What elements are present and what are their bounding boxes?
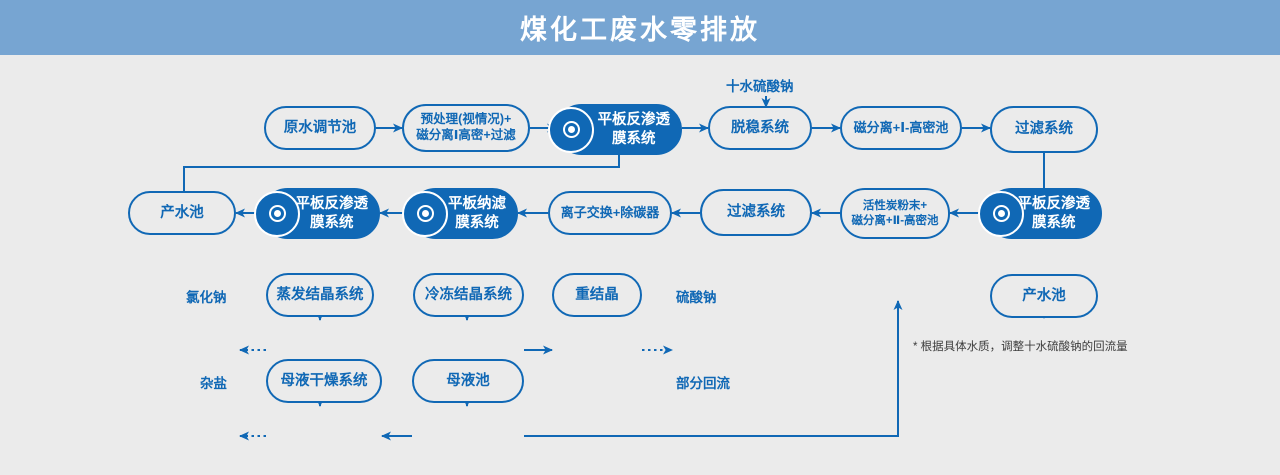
label-mixed-salt: 杂盐	[200, 376, 227, 391]
node-filtration-1[interactable]: 过滤系统	[990, 106, 1098, 153]
node-label: 蒸发结晶系统	[276, 286, 364, 303]
node-label: 预处理(视情况)+ 磁分离Ⅰ高密+过滤	[416, 112, 516, 142]
node-pretreatment[interactable]: 预处理(视情况)+ 磁分离Ⅰ高密+过滤	[402, 104, 530, 152]
flowchart-canvas: 原水调节池 预处理(视情况)+ 磁分离Ⅰ高密+过滤 平板反渗透 膜系统 脱稳系统…	[0, 55, 1280, 475]
node-flat-ro-1[interactable]: 平板反渗透 膜系统	[548, 104, 682, 155]
node-carbon-mag-sep-2[interactable]: 活性炭粉末+ 磁分离+Ⅱ-高密池	[840, 188, 950, 239]
page-title: 煤化工废水零排放	[520, 15, 760, 45]
node-product-water-tank-2[interactable]: 产水池	[990, 274, 1098, 318]
membrane-disc-icon	[254, 190, 300, 237]
node-label: 过滤系统	[1015, 121, 1073, 138]
node-recrystal[interactable]: 重结晶	[552, 273, 642, 317]
node-freeze-crystal[interactable]: 冷冻结晶系统	[413, 273, 524, 317]
node-label: 平板反渗透 膜系统	[1017, 196, 1091, 231]
node-flat-nf[interactable]: 平板纳滤 膜系统	[402, 188, 518, 239]
membrane-disc-icon	[548, 106, 594, 153]
node-product-water-tank-1[interactable]: 产水池	[128, 191, 236, 235]
node-label: 离子交换+除碳器	[560, 204, 660, 220]
node-flat-ro-2[interactable]: 平板反渗透 膜系统	[254, 188, 380, 239]
membrane-disc-icon	[978, 190, 1024, 237]
node-label: 产水池	[1022, 287, 1066, 304]
node-label: 冷冻结晶系统	[425, 286, 512, 303]
node-label: 产水池	[160, 204, 204, 221]
node-mother-liquor-tank[interactable]: 母液池	[412, 359, 524, 403]
node-destabilization[interactable]: 脱稳系统	[708, 106, 812, 150]
node-mother-liquor-dryer[interactable]: 母液干燥系统	[266, 359, 382, 403]
node-flat-ro-3[interactable]: 平板反渗透 膜系统	[978, 188, 1102, 239]
node-label: 平板纳滤 膜系统	[448, 196, 506, 231]
header-banner: 煤化工废水零排放	[0, 0, 1280, 55]
label-footnote: * 根据具体水质，调整十水硫酸钠的回流量	[913, 341, 1128, 353]
node-label: 母液干燥系统	[280, 372, 368, 389]
node-label: 母液池	[446, 372, 490, 389]
node-label: 活性炭粉末+ 磁分离+Ⅱ-高密池	[851, 200, 939, 227]
node-label: 过滤系统	[727, 204, 785, 221]
label-sodium-chloride: 氯化钠	[186, 290, 227, 305]
node-ion-exchange[interactable]: 离子交换+除碳器	[548, 191, 672, 235]
label-partial-reflux: 部分回流	[676, 376, 730, 391]
node-label: 平板反渗透 膜系统	[295, 196, 369, 231]
node-mag-sep-1[interactable]: 磁分离+Ⅰ-高密池	[840, 106, 962, 150]
edge-reflux-to-carbonmag	[524, 300, 903, 437]
node-label: 磁分离+Ⅰ-高密池	[853, 119, 949, 135]
label-sodium-sulfate-decahydrate: 十水硫酸钠	[726, 79, 794, 94]
node-label: 平板反渗透 膜系统	[597, 112, 671, 147]
node-evap-crystal[interactable]: 蒸发结晶系统	[266, 273, 374, 317]
node-label: 原水调节池	[283, 119, 357, 136]
membrane-disc-icon	[402, 190, 448, 237]
label-sodium-sulfate: 硫酸钠	[676, 290, 717, 305]
node-raw-water-tank[interactable]: 原水调节池	[264, 106, 376, 150]
node-label: 重结晶	[575, 286, 619, 303]
node-label: 脱稳系统	[731, 119, 789, 136]
node-filtration-2[interactable]: 过滤系统	[700, 189, 812, 236]
